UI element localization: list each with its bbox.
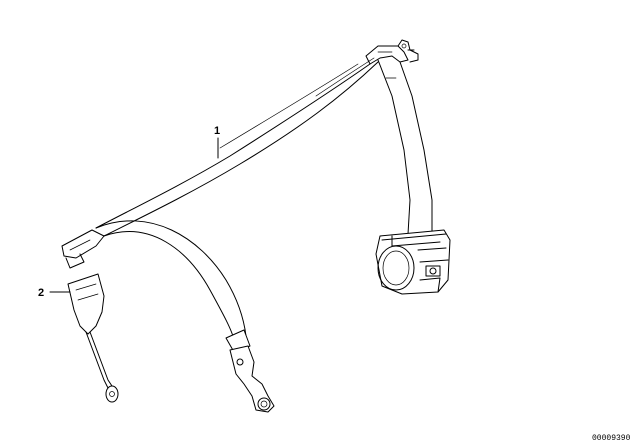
floor-anchor-assembly	[225, 329, 275, 413]
callout-1-label: 1	[214, 125, 220, 137]
callout-2: 2	[38, 287, 71, 299]
buckle-with-cable	[67, 273, 119, 403]
retractor-reel	[375, 229, 451, 295]
callout-1: 1	[214, 125, 220, 159]
upper-anchor-bracket	[365, 39, 419, 65]
callout-2-label: 2	[38, 287, 44, 299]
belt-tongue	[61, 229, 105, 269]
vertical-belt-webbing	[377, 59, 433, 235]
lap-belt-webbing	[95, 220, 247, 341]
shoulder-belt-webbing	[95, 57, 379, 237]
diagram-reference-code: 00009390	[592, 434, 631, 443]
